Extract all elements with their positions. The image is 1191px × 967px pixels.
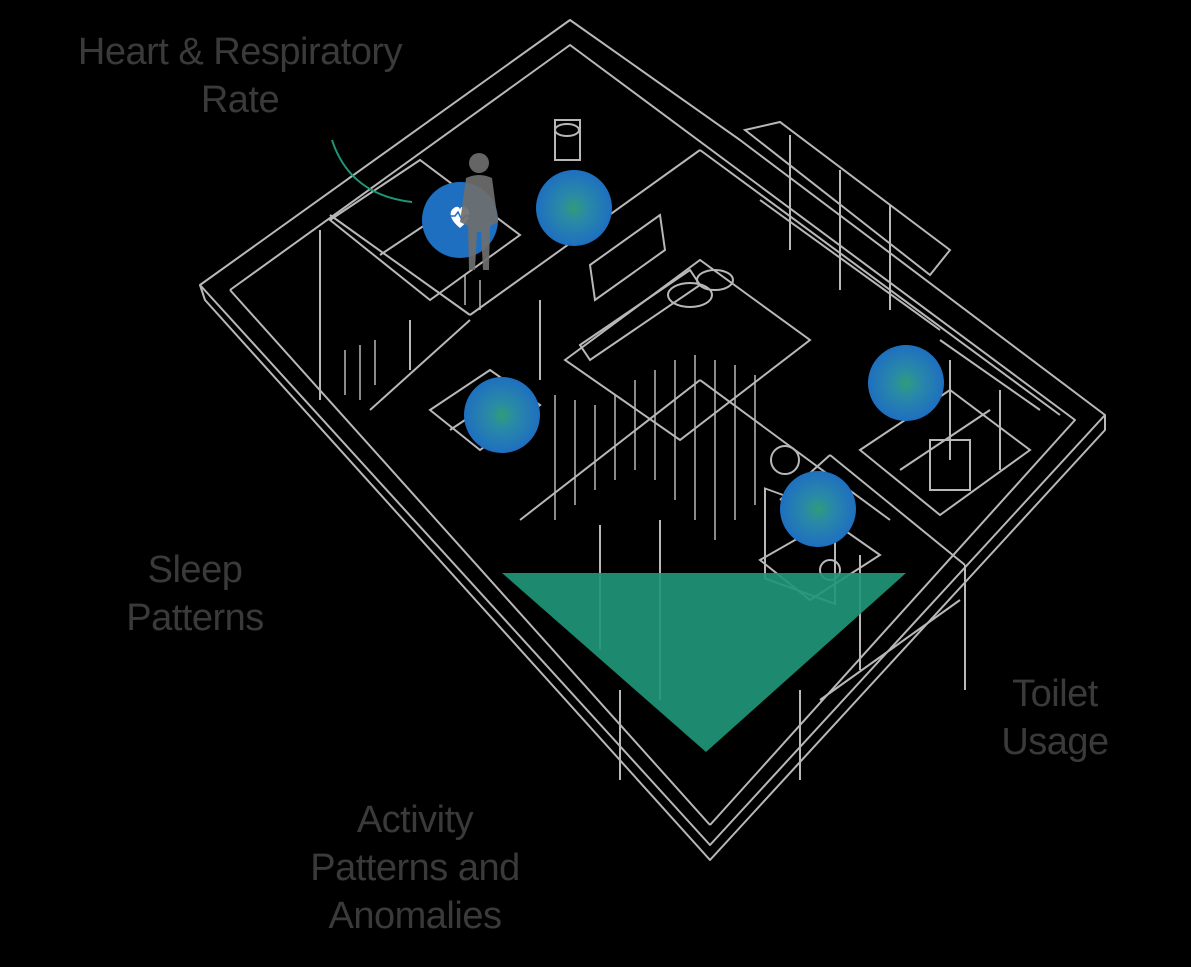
sensor-bedroom [536, 170, 612, 246]
sensor-bathroom [464, 377, 540, 453]
round-table [770, 445, 800, 475]
floorboards [344, 275, 756, 540]
sensor-kitchen [868, 345, 944, 421]
sleep-label-line-1: Sleep [147, 549, 243, 591]
activity-patterns-label: Activity Patterns and Anomalies [280, 796, 550, 940]
heart-label-line-1: Heart & Respiratory [77, 31, 403, 73]
toilet-label-line-2: Usage [1001, 721, 1109, 763]
activity-label-line-1: Activity [356, 799, 474, 841]
toilet-usage-label: Toilet Usage [970, 670, 1140, 766]
bed-frame [328, 158, 522, 302]
activity-label-line-3: Anomalies [328, 895, 502, 937]
heart-pointer-line [331, 139, 413, 203]
bathroom-vanity [428, 368, 542, 452]
sleep-patterns-label: Sleep Patterns [95, 546, 295, 642]
tv-panel [588, 213, 667, 302]
sofa [563, 258, 812, 442]
sleep-label-line-2: Patterns [126, 597, 264, 639]
heart-label-line-2: Rate [200, 79, 280, 121]
building-outline [199, 19, 1106, 861]
activity-coverage-cone [502, 573, 906, 752]
heart-respiratory-label: Heart & Respiratory Rate [40, 28, 440, 124]
person-silhouette [460, 153, 498, 270]
activity-label-line-2: Patterns and [310, 847, 520, 889]
toilet-label-line-1: Toilet [1012, 673, 1098, 715]
sensor-toilet [780, 471, 856, 547]
